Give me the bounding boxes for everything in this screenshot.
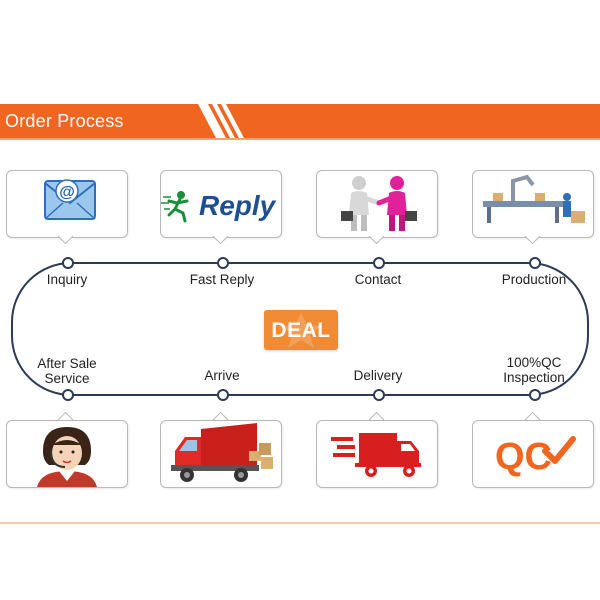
dot-inquiry xyxy=(62,257,74,269)
card-after-sale-service xyxy=(6,420,128,488)
factory-line-icon xyxy=(483,174,585,223)
card-fast-reply: Reply xyxy=(160,170,282,238)
dot-contact xyxy=(373,257,385,269)
deal-label: DEAL xyxy=(271,319,331,342)
label-arrive: Arrive xyxy=(204,368,240,383)
deal-badge: DEAL xyxy=(264,310,338,350)
card-qc-inspection: QC xyxy=(472,420,594,488)
section-title: Order Process xyxy=(5,111,124,131)
dot-after-sale xyxy=(62,389,74,401)
card-arrive xyxy=(160,420,282,488)
reply-logo-icon: Reply xyxy=(161,190,277,223)
reply-logo-text: Reply xyxy=(199,190,277,221)
label-after-sale-service: After Sale Service xyxy=(37,356,97,386)
dot-qc xyxy=(529,389,541,401)
dot-production xyxy=(529,257,541,269)
handshake-icon xyxy=(341,176,417,231)
process-loop xyxy=(11,262,589,396)
red-truck-icon xyxy=(171,423,273,482)
customer-service-icon xyxy=(37,427,97,487)
dot-arrive xyxy=(217,389,229,401)
card-contact xyxy=(316,170,438,238)
label-production: Production xyxy=(501,272,567,287)
label-contact: Contact xyxy=(354,272,402,287)
fast-delivery-icon xyxy=(331,433,421,477)
header-stripes-decoration xyxy=(198,104,244,138)
card-production xyxy=(472,170,594,238)
card-delivery xyxy=(316,420,438,488)
header-underline xyxy=(0,138,600,140)
qc-logo-text: QC xyxy=(495,436,552,478)
svg-text:@: @ xyxy=(59,184,75,201)
label-qc-inspection: 100%QC Inspection xyxy=(503,355,565,385)
qc-check-icon: QC xyxy=(495,436,576,478)
dot-delivery xyxy=(373,389,385,401)
card-inquiry: @ xyxy=(6,170,128,238)
footer-line xyxy=(0,522,600,524)
section-header: Order Process xyxy=(0,104,600,138)
dot-fast-reply xyxy=(217,257,229,269)
email-icon: @ xyxy=(44,179,96,220)
star-icon xyxy=(281,312,321,348)
label-inquiry: Inquiry xyxy=(46,272,88,287)
label-delivery: Delivery xyxy=(353,368,403,383)
label-fast-reply: Fast Reply xyxy=(189,272,255,287)
